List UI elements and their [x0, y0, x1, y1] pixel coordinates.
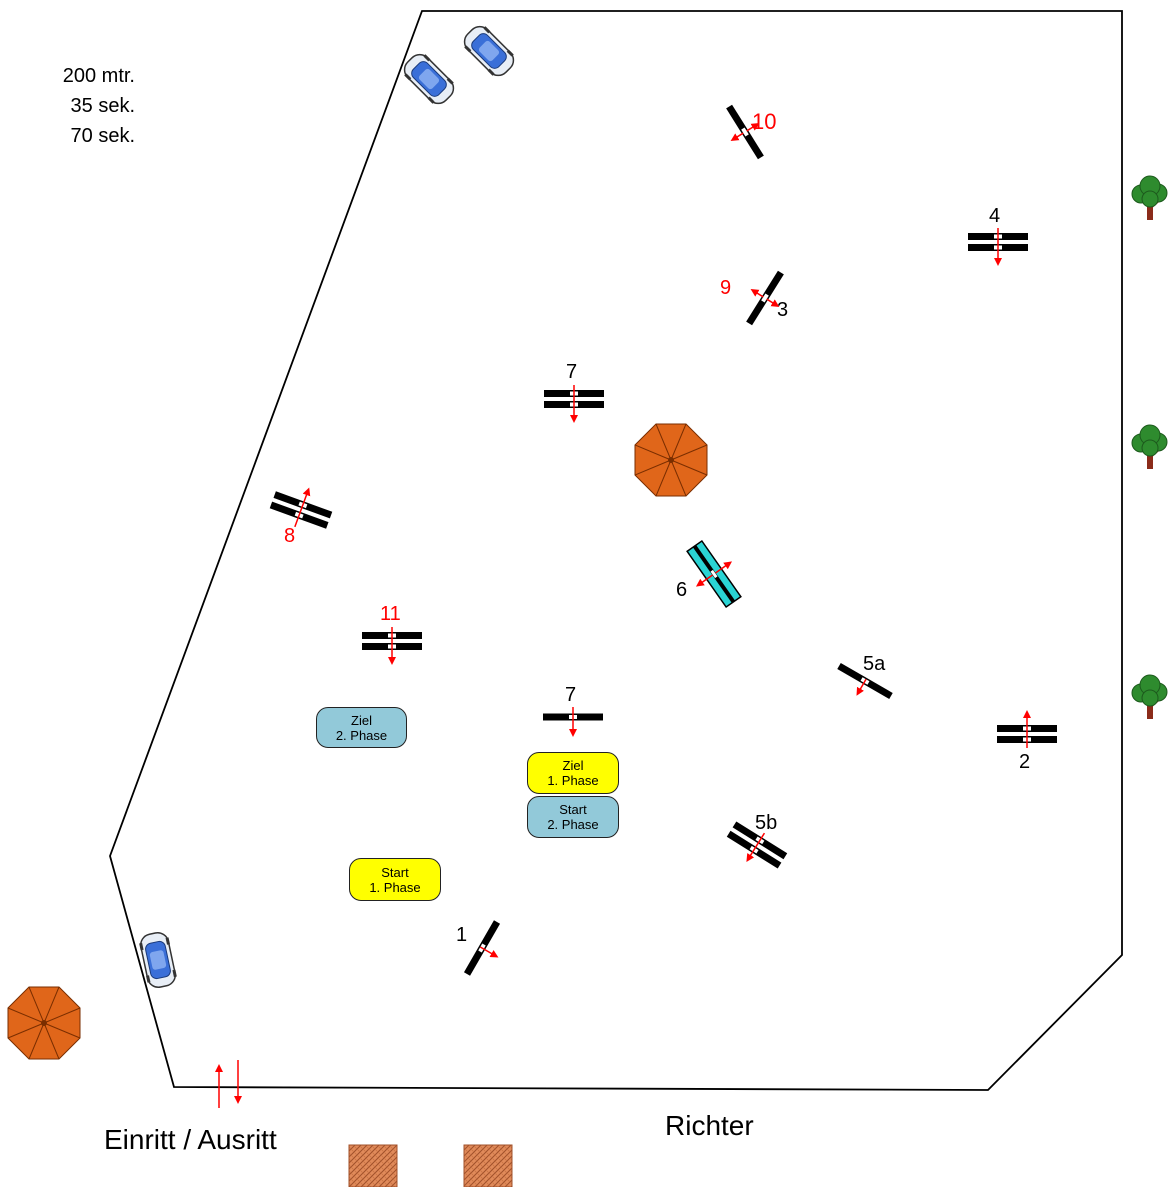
obstacle-9 — [269, 487, 333, 529]
jump-label-6: 6 — [676, 579, 688, 601]
car-icon — [458, 20, 520, 82]
marker-line2: 1. Phase — [547, 773, 599, 788]
obstacle-1 — [463, 920, 501, 976]
marker-line2: 2. Phase — [335, 727, 388, 743]
jump-label-11: 10 — [752, 109, 777, 134]
tree-icon — [1130, 423, 1169, 471]
start-phase-2-marker: Start 2. Phase — [527, 796, 619, 838]
marker-line2: 1. Phase — [369, 879, 421, 895]
jump-label-5a: 5a — [863, 653, 886, 675]
jump-label-4: 4 — [989, 205, 1001, 227]
marker-line1: Start — [381, 864, 409, 880]
jump-label-1: 1 — [456, 924, 468, 946]
marker-line1: Ziel — [562, 758, 584, 773]
entrance-arrows — [215, 1060, 242, 1108]
course-distance: 200 mtr. — [62, 65, 135, 87]
obstacle-6-water — [686, 539, 742, 609]
umbrella-icon — [634, 423, 708, 497]
obstacle-11 — [726, 104, 764, 160]
hay-bale-icon — [348, 1144, 398, 1187]
ziel-phase-2-marker: Ziel 2. Phase — [316, 707, 407, 748]
ziel-phase-1-marker: Ziel 1. Phase — [527, 752, 619, 794]
obstacle-8 — [543, 707, 603, 737]
obstacle-7 — [544, 385, 604, 423]
time-allowed: 35 sek. — [70, 95, 135, 117]
judge-label: Richter — [665, 1110, 754, 1141]
jump-label-8: 7 — [565, 684, 577, 706]
jump-label-2: 2 — [1019, 751, 1031, 773]
car-icon — [398, 48, 460, 110]
marker-line2: 2. Phase — [547, 817, 599, 832]
start-phase-1-marker: Start 1. Phase — [349, 858, 441, 901]
obstacle-12 — [362, 627, 422, 665]
jump-label-12: 11 — [380, 603, 401, 625]
jump-label-3: 3 — [777, 299, 789, 321]
entrance-label: Einritt / Ausritt — [104, 1124, 277, 1155]
jump-label-10: 9 — [720, 277, 732, 299]
time-limit: 70 sek. — [70, 125, 135, 147]
obstacle-5a — [837, 662, 893, 700]
tree-icon — [1130, 673, 1169, 721]
marker-line1: Ziel — [351, 712, 372, 728]
jump-label-9: 8 — [284, 525, 296, 547]
obstacle-2 — [997, 710, 1057, 748]
arena-boundary — [109, 10, 1123, 1091]
jump-label-5b: 5b — [755, 812, 778, 834]
marker-line1: Start — [559, 802, 587, 817]
obstacle-5b — [726, 821, 788, 869]
hay-bale-icon — [463, 1144, 513, 1187]
obstacle-3-10 — [746, 270, 784, 326]
jump-label-7: 7 — [566, 361, 578, 383]
tree-icon — [1130, 174, 1169, 222]
obstacle-4 — [968, 228, 1028, 266]
umbrella-icon — [7, 986, 81, 1060]
